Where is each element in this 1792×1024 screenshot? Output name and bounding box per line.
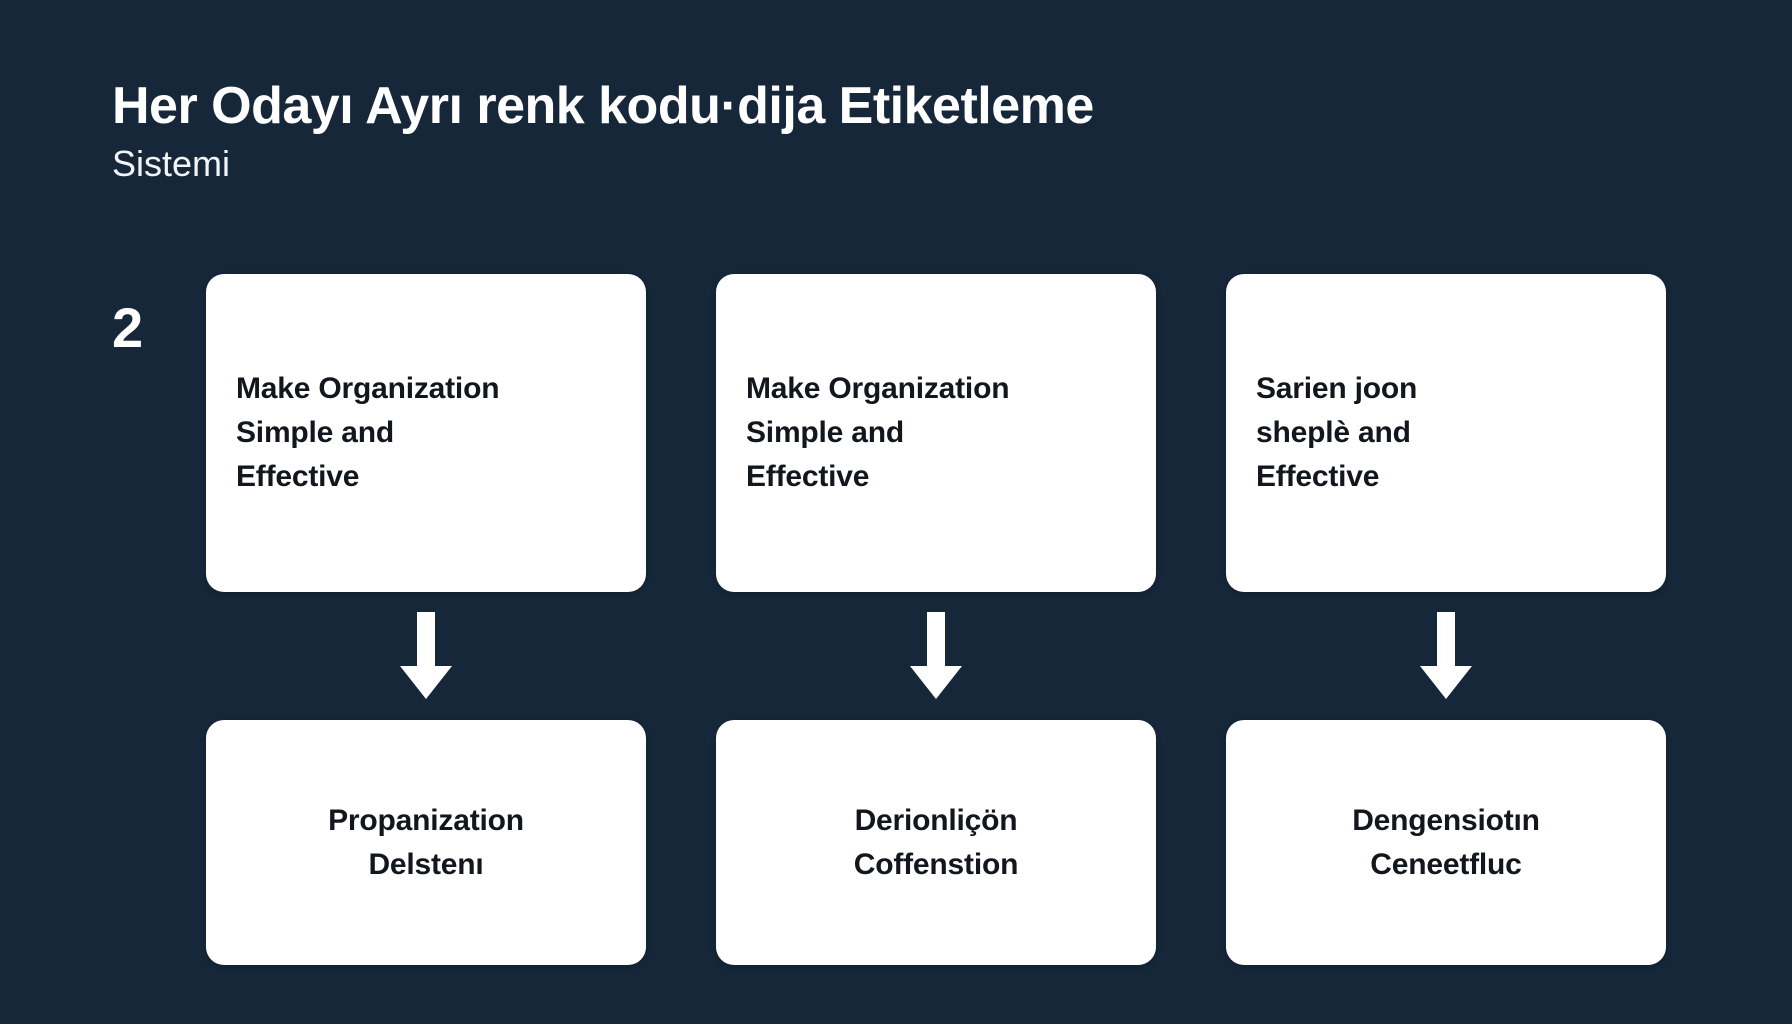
column-2: Make Organization Simple and Effective D… — [716, 274, 1156, 965]
bottom-card-2-line2: Coffenstion — [853, 847, 1019, 881]
arrow-wrap-3 — [1419, 592, 1473, 720]
arrow-down-icon — [400, 612, 452, 699]
column-3: Sarien joon sheplè and Effective Dengens… — [1226, 274, 1666, 965]
bottom-card-3-line1: Dengensiotın — [1352, 803, 1540, 837]
column-1: Make Organization Simple and Effective P… — [206, 274, 646, 965]
bottom-card-1[interactable]: Propanization Delstenı — [206, 720, 646, 965]
top-card-2[interactable]: Make Organization Simple and Effective — [716, 274, 1156, 592]
top-card-3-line2: sheplè and — [1256, 416, 1411, 450]
top-card-3[interactable]: Sarien joon sheplè and Effective — [1226, 274, 1666, 592]
top-card-3-line1: Sarien joon — [1256, 372, 1418, 406]
arrow-wrap-1 — [399, 592, 453, 720]
bottom-card-1-line2: Delstenı — [368, 847, 484, 881]
top-card-1-line3: Effective — [236, 459, 360, 493]
page-subtitle: Sistemi — [112, 143, 231, 185]
page-title: Her Odayı Ayrı renk kodu·dija Etiketleme — [112, 77, 1094, 135]
arrow-down-icon — [910, 612, 962, 699]
arrow-wrap-2 — [909, 592, 963, 720]
top-card-2-line1: Make Organization — [746, 372, 1010, 406]
step-number: 2 — [112, 296, 144, 359]
top-card-3-text: Sarien joon sheplè and Effective — [1256, 367, 1636, 498]
top-card-2-text: Make Organization Simple and Effective — [746, 367, 1126, 498]
bottom-card-2-text: Derionliçön Coffenstion — [853, 799, 1019, 887]
top-card-2-line2: Simple and — [746, 416, 905, 450]
top-card-1-line2: Simple and — [236, 416, 395, 450]
bottom-card-2[interactable]: Derionliçön Coffenstion — [716, 720, 1156, 965]
slide-header: Her Odayı Ayrı renk kodu·dija Etiketleme… — [112, 78, 1712, 185]
top-card-1-text: Make Organization Simple and Effective — [236, 367, 616, 498]
bottom-card-3[interactable]: Dengensiotın Ceneetfluc — [1226, 720, 1666, 965]
top-card-2-line3: Effective — [746, 459, 870, 493]
top-card-1-line1: Make Organization — [236, 372, 500, 406]
bottom-card-1-text: Propanization Delstenı — [328, 799, 524, 887]
bottom-card-1-line1: Propanization — [328, 803, 524, 837]
top-card-1[interactable]: Make Organization Simple and Effective — [206, 274, 646, 592]
card-grid: Make Organization Simple and Effective P… — [206, 274, 1666, 965]
bottom-card-3-line2: Ceneetfluc — [1370, 847, 1522, 881]
arrow-down-icon — [1420, 612, 1472, 699]
top-card-3-line3: Effective — [1256, 459, 1380, 493]
bottom-card-3-text: Dengensiotın Ceneetfluc — [1352, 799, 1540, 887]
bottom-card-2-line1: Derionliçön — [854, 803, 1018, 837]
